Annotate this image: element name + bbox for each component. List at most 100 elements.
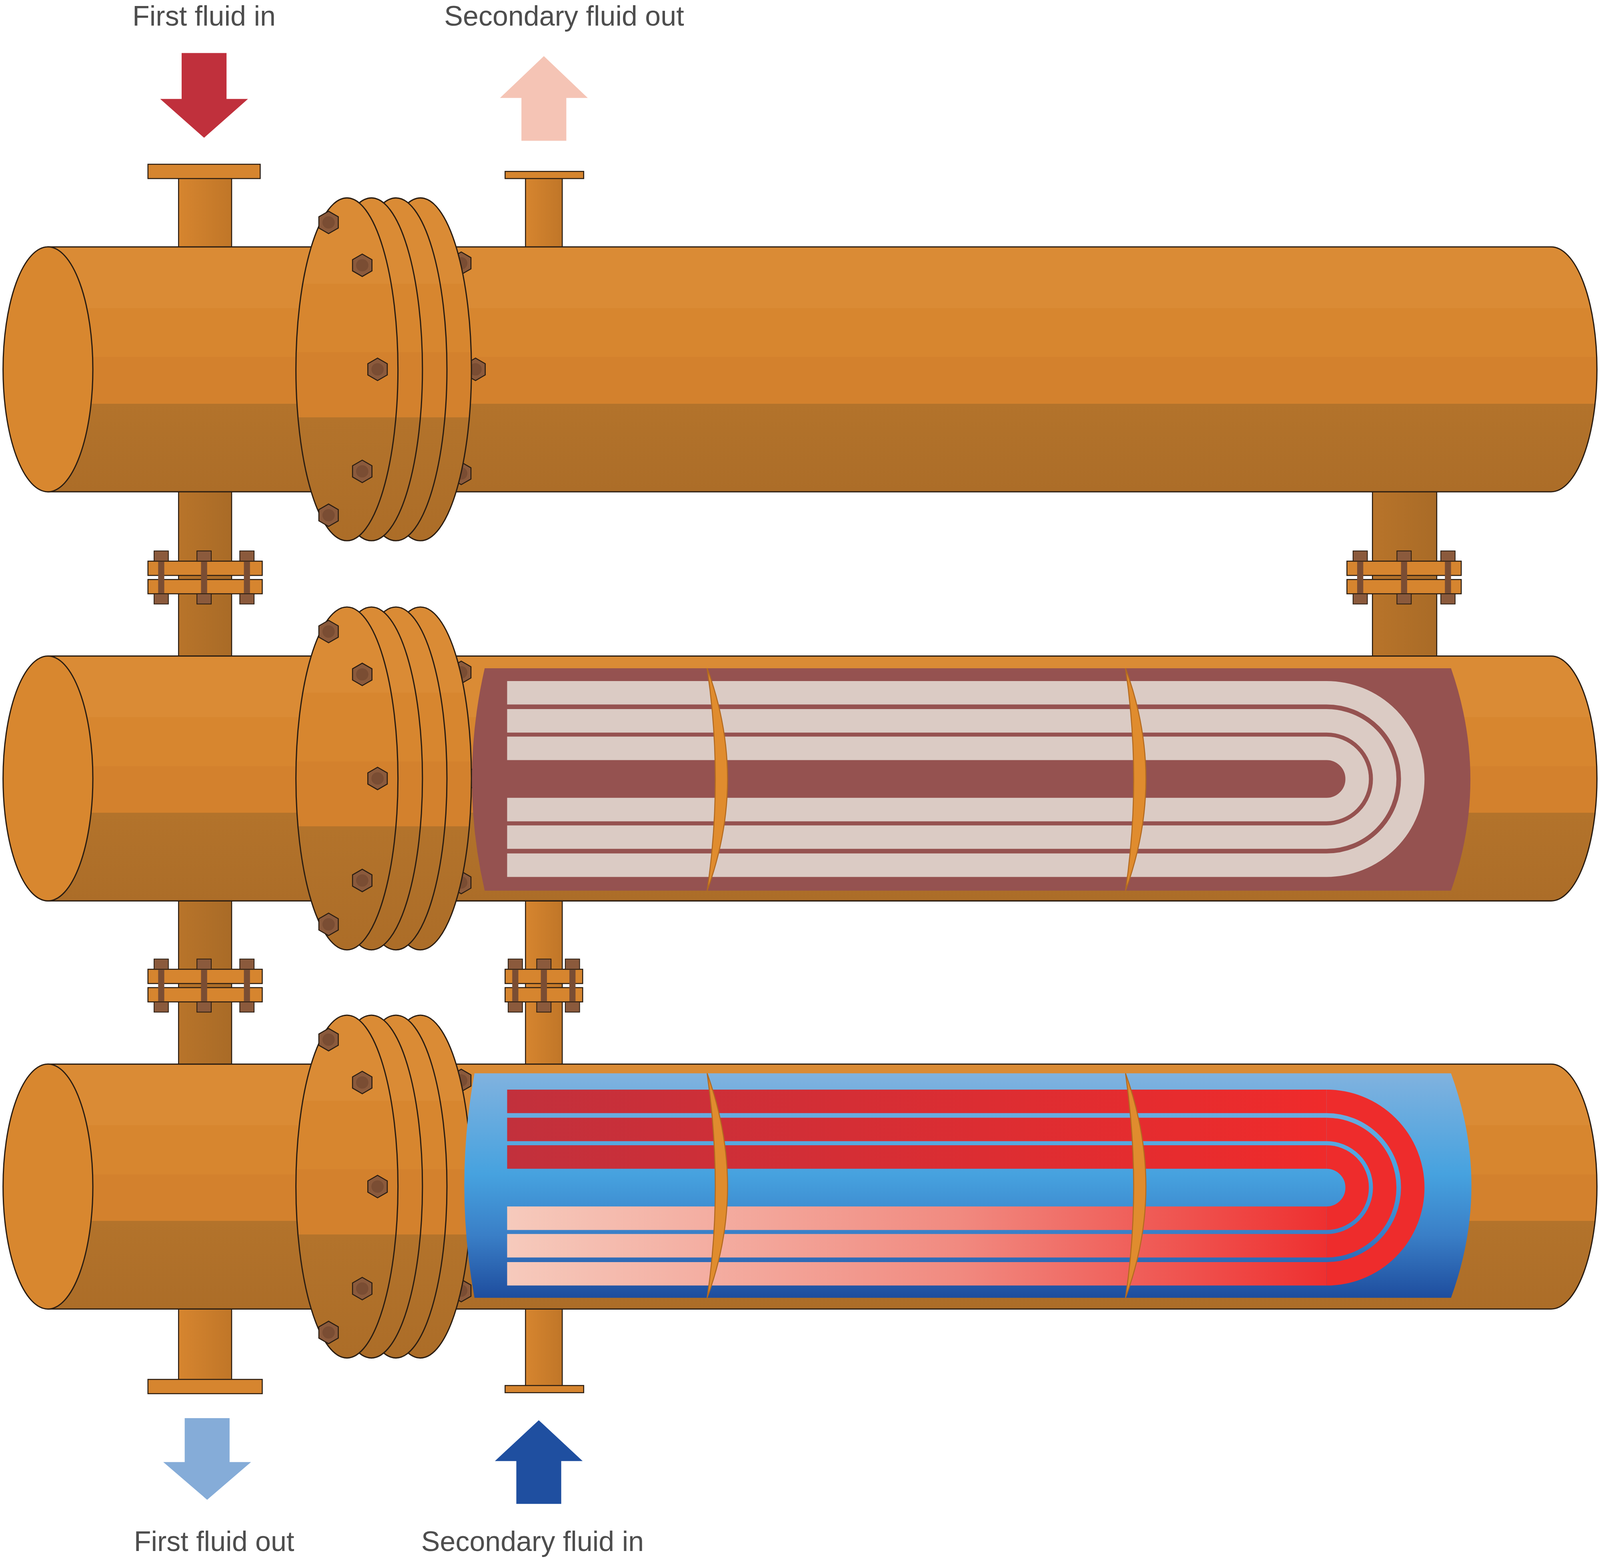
bolt-head [352,869,373,892]
bolt-head [352,1071,373,1094]
bolt-face [322,1033,335,1046]
bolt-nut [239,1001,255,1012]
baffle [1125,668,1146,891]
bolt-face [356,465,369,478]
bolt-face [322,1325,335,1339]
bolt-nut [565,1001,580,1012]
flow-label: Secondary fluid in [421,1525,644,1558]
bolt-shank [200,554,207,600]
hot-tube [507,1145,1327,1169]
bolt-shank [158,963,165,1008]
nozzle-flange [148,164,261,179]
bolt-nut [154,959,169,970]
bolt-shank [569,963,576,1008]
pipe [178,1300,232,1382]
u-tube [507,720,1385,838]
nozzle-flange [504,1385,584,1393]
bolt-head [318,504,339,527]
bolt-head [352,1277,373,1300]
bolt-nut [154,1001,169,1012]
bolt-head [318,211,339,234]
tube-bend [1326,1156,1358,1218]
bolt-nut [196,1001,212,1012]
bolt-shank [1444,554,1451,600]
bolt-head [318,620,339,643]
bolt-face [371,772,384,785]
bolt-shank [158,554,165,600]
bolt-nut [154,550,169,561]
baffle [1125,1073,1146,1298]
bolt-nut [1440,593,1456,604]
bolt-shank [512,963,519,1008]
bolt-head [352,662,373,686]
bolt-head [352,254,373,277]
illustration-group [3,53,1598,1504]
nozzle-flange [504,171,584,179]
hot-tube [507,1117,1327,1142]
bolt-nut [508,1001,523,1012]
head-end-cap [3,655,93,901]
bolt-face [356,1282,369,1295]
bolt-nut [239,550,255,561]
outlet-arrow [163,1417,251,1500]
nozzle-flange [148,1379,263,1394]
bolt-face [371,1180,384,1193]
flow-label: First fluid out [134,1525,295,1558]
bolt-face [322,508,335,522]
bolt-face [356,874,369,887]
inlet-arrow [160,53,248,139]
shell-cutaway [464,1073,1472,1298]
bolt-nut [565,959,580,970]
bolt-face [322,918,335,931]
bolt-head [352,460,373,483]
cooled-tube [507,1233,1327,1258]
bolt-head [367,1175,388,1198]
bolt-nut [154,593,169,604]
bolt-shank [540,963,547,1008]
baffle [706,1073,728,1298]
bolt-nut [239,593,255,604]
cooled-tube [507,1206,1327,1230]
pipe [178,173,232,255]
bolt-nut [196,959,212,970]
tube-bend [1326,1129,1385,1246]
bolt-nut [536,959,552,970]
baffle [706,668,728,891]
bolt-nut [508,959,523,970]
bolt-nut [1353,550,1368,561]
shell-cutaway [472,668,1471,891]
flow-label: Secondary fluid out [444,0,684,33]
bolt-head [318,1028,339,1051]
cooled-tube [507,1261,1327,1286]
head-end-cap [3,246,93,492]
bolt-face [356,258,369,272]
flow-label: First fluid in [132,0,276,33]
bolt-head [318,913,339,936]
bolt-shank [244,963,251,1008]
head-end-cap [3,1063,93,1309]
flange-ring [296,1015,399,1358]
shell-body [448,655,1597,901]
bolt-head [367,766,388,790]
hot-tube [507,1089,1327,1114]
bolt-shank [1357,554,1364,600]
bolt-face [371,363,384,376]
shell-body [448,1063,1597,1309]
bolt-face [322,216,335,229]
bolt-face [356,668,369,681]
bolt-shank [200,963,207,1008]
flange-ring [296,198,399,541]
bolt-nut [536,1001,552,1012]
pipe [525,175,563,256]
tube-bend [1326,1101,1413,1274]
bolt-nut [1353,593,1368,604]
bolt-nut [196,550,212,561]
bolt-shank [1401,554,1408,600]
bolt-nut [1396,593,1412,604]
outlet-arrow [500,56,588,141]
bolt-nut [196,593,212,604]
flange-ring [296,606,399,950]
bolt-nut [1440,550,1456,561]
